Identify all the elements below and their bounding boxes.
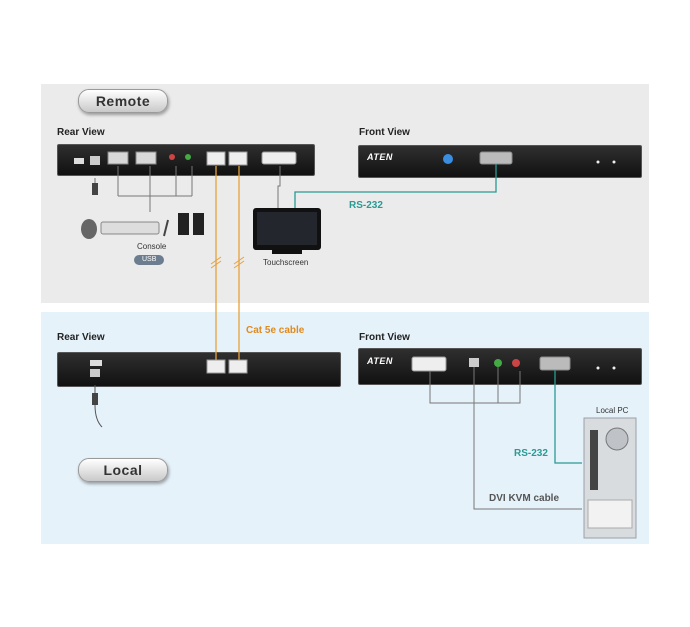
led-icon	[443, 154, 453, 164]
indicator-icon	[596, 160, 600, 164]
audio-jack-icon	[185, 154, 191, 160]
remote-rear-view-label: Rear View	[57, 127, 105, 138]
rs232-cable-remote	[294, 164, 497, 208]
local-badge: Local	[78, 458, 168, 482]
fan-icon	[605, 427, 629, 451]
local-aten-logo: ATEN	[367, 356, 393, 366]
local-badge-text: Local	[103, 462, 143, 478]
rj45-port-icon	[206, 359, 226, 374]
indicator-icon	[612, 160, 616, 164]
dvi-port-icon	[261, 151, 297, 165]
serial-port-icon	[479, 151, 513, 165]
remote-front-ports	[443, 151, 616, 165]
usb-badge: USB	[134, 255, 165, 265]
microphone-icon	[163, 219, 169, 237]
rj45-port-icon	[228, 359, 248, 374]
power-adapter-icon	[92, 183, 98, 195]
monitor-stand	[272, 250, 302, 254]
rj45-port-icon	[206, 151, 226, 166]
io-panel	[590, 430, 598, 490]
usb-port-icon	[135, 151, 157, 165]
dvi-cable-remote	[277, 166, 281, 208]
cat5e-label: Cat 5e cable	[246, 325, 305, 336]
console-label: Console	[137, 242, 167, 251]
remote-badge: Remote	[78, 89, 168, 113]
console-peripherals	[81, 183, 204, 239]
indicator-icon	[612, 366, 616, 370]
speaker-icon	[193, 213, 204, 235]
rs232-label-remote: RS-232	[349, 200, 383, 211]
dvi-port-icon	[411, 356, 447, 372]
local-front-view-label: Front View	[359, 332, 410, 343]
touchscreen-monitor	[253, 208, 321, 254]
serial-port-icon	[539, 356, 571, 371]
power-adapter-icon	[92, 393, 98, 405]
power-port-icon	[74, 158, 84, 164]
remote-aten-logo: ATEN	[367, 152, 393, 162]
dc-jack-icon	[90, 369, 100, 377]
usb-b-port-icon	[469, 358, 479, 367]
local-front-unit	[358, 348, 642, 385]
power-cable	[94, 404, 103, 428]
rs232-label-local: RS-232	[514, 448, 548, 459]
local-pc	[583, 417, 637, 539]
monitor-screen	[257, 212, 317, 245]
local-rear-ports	[90, 359, 248, 377]
cat5e-cables	[215, 166, 240, 360]
remote-rear-ports	[74, 151, 297, 166]
local-pc-label: Local PC	[596, 406, 629, 415]
cable-break-marks	[210, 256, 245, 269]
local-rear-view-label: Rear View	[57, 332, 105, 343]
console-lines	[94, 166, 193, 212]
mouse-icon	[81, 219, 97, 239]
indicator-icon	[596, 366, 600, 370]
dvi-kvm-cable	[429, 367, 582, 510]
remote-panel	[41, 84, 649, 303]
local-rear-unit	[57, 352, 341, 387]
power-port-icon	[90, 360, 102, 366]
touchscreen-label: Touchscreen	[263, 258, 309, 267]
rs232-cable-local	[554, 370, 582, 464]
dc-jack-icon	[90, 156, 100, 165]
mic-jack-icon	[169, 154, 175, 160]
pc-vents	[587, 499, 633, 529]
rj45-port-icon	[228, 151, 248, 166]
dvi-kvm-label: DVI KVM cable	[489, 493, 560, 504]
remote-front-view-label: Front View	[359, 127, 410, 138]
speaker-icon	[178, 213, 189, 235]
mic-jack-icon	[512, 359, 520, 367]
keyboard-icon	[100, 221, 160, 235]
local-front-ports	[411, 356, 616, 372]
remote-badge-text: Remote	[95, 93, 151, 109]
usb-port-icon	[107, 151, 129, 165]
audio-jack-icon	[494, 359, 502, 367]
